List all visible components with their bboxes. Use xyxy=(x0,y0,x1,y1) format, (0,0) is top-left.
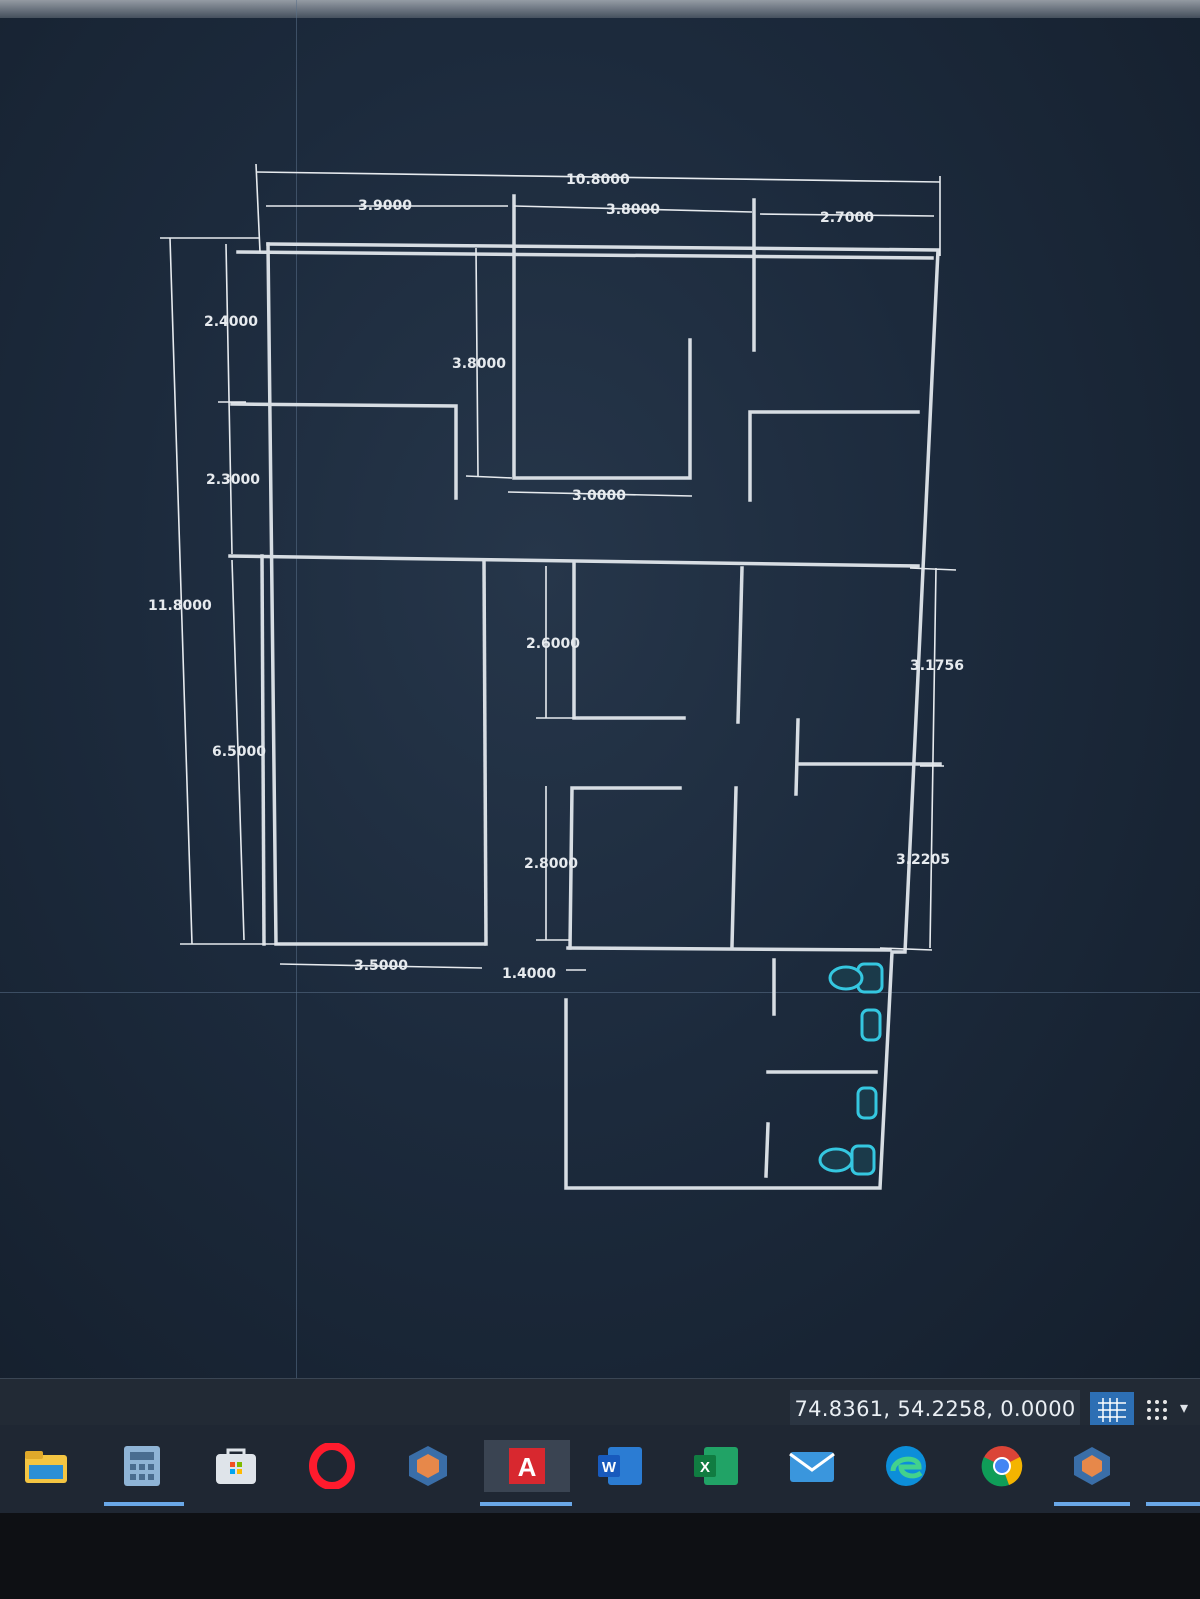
dim-inner-lower-height: 2.8000 xyxy=(524,856,578,872)
autocad-icon[interactable]: A xyxy=(484,1440,570,1492)
dim-center-vertical: 3.8000 xyxy=(452,356,506,372)
dim-overall-height: 11.8000 xyxy=(148,598,212,614)
toilet-icon xyxy=(818,1144,876,1176)
wall-center-upper xyxy=(572,560,686,720)
dim-inner-upper-height: 2.6000 xyxy=(526,636,580,652)
snap-icon[interactable] xyxy=(1140,1392,1174,1428)
word-icon[interactable]: W xyxy=(594,1440,646,1492)
wall-right-closet xyxy=(794,718,800,796)
taskbar-active-indicator xyxy=(480,1502,572,1506)
floor-plan-drawing[interactable]: 10.8000 3.9000 3.8000 2.7000 11.8000 2.4… xyxy=(0,0,1200,1400)
software-package-icon-2[interactable] xyxy=(1066,1440,1118,1492)
wall-left-room xyxy=(482,558,488,946)
svg-text:W: W xyxy=(602,1459,617,1476)
outer-wall-top-inner xyxy=(236,250,934,260)
wall-bottom-row xyxy=(566,946,892,952)
dim-center-horizontal: 3.0000 xyxy=(572,488,626,504)
chevron-down-icon[interactable]: ▾ xyxy=(1180,1400,1189,1417)
wall-center-upper-right xyxy=(736,566,744,724)
dim-right-lower-height: 3.2205 xyxy=(896,852,950,868)
wall-upper-right xyxy=(748,410,920,502)
svg-text:X: X xyxy=(700,1459,710,1476)
file-explorer-icon[interactable] xyxy=(20,1440,72,1492)
monitor-bezel xyxy=(0,1513,1200,1599)
outer-wall-left xyxy=(266,242,486,946)
wall-left-inner xyxy=(260,554,266,946)
dim-left-upper-height: 2.4000 xyxy=(204,314,258,330)
dim-left-mid-height: 2.3000 xyxy=(206,472,260,488)
chrome-icon[interactable] xyxy=(976,1440,1028,1492)
sink-icon xyxy=(860,1008,882,1042)
store-icon[interactable] xyxy=(210,1440,262,1492)
mail-icon[interactable] xyxy=(786,1440,838,1492)
opera-icon[interactable] xyxy=(306,1440,358,1492)
toilet-icon xyxy=(828,962,884,994)
coordinate-readout[interactable]: 74.8361, 54.2258, 0.0000 xyxy=(790,1390,1080,1428)
dim-overall-width: 10.8000 xyxy=(566,172,630,188)
ucs-horizontal-axis xyxy=(0,992,1200,993)
monitor-top-edge xyxy=(0,0,1200,18)
dim-top-left-width: 3.9000 xyxy=(358,198,412,214)
edge-icon[interactable] xyxy=(880,1440,932,1492)
dim-top-right-width: 2.7000 xyxy=(820,210,874,226)
grid-icon[interactable] xyxy=(1090,1392,1134,1428)
drawing-viewport[interactable]: 10.8000 3.9000 3.8000 2.7000 11.8000 2.4… xyxy=(0,0,1200,1425)
wall-bath-c xyxy=(764,1122,770,1178)
sink-icon xyxy=(856,1086,878,1120)
outer-wall xyxy=(266,242,940,1190)
dim-top-mid-width: 3.8000 xyxy=(606,202,660,218)
calculator-app-icon[interactable] xyxy=(116,1440,168,1492)
taskbar-active-indicator xyxy=(1146,1502,1200,1506)
dim-bottom-left-width: 3.5000 xyxy=(354,958,408,974)
dim-corridor-width: 1.4000 xyxy=(502,966,556,982)
wall-center-lower-right xyxy=(730,786,738,948)
taskbar-active-indicator xyxy=(1054,1502,1130,1506)
taskbar-active-indicator xyxy=(104,1502,184,1506)
wall-upper-center-left xyxy=(512,194,692,480)
software-package-icon[interactable] xyxy=(402,1440,454,1492)
wall-center-lower xyxy=(568,786,682,950)
svg-text:A: A xyxy=(518,1452,537,1482)
dim-left-lower-height: 6.5000 xyxy=(212,744,266,760)
excel-icon[interactable]: X xyxy=(690,1440,742,1492)
wall-upper-left xyxy=(230,402,458,500)
ucs-vertical-axis xyxy=(296,0,297,1400)
dim-right-upper-height: 3.1756 xyxy=(910,658,964,674)
